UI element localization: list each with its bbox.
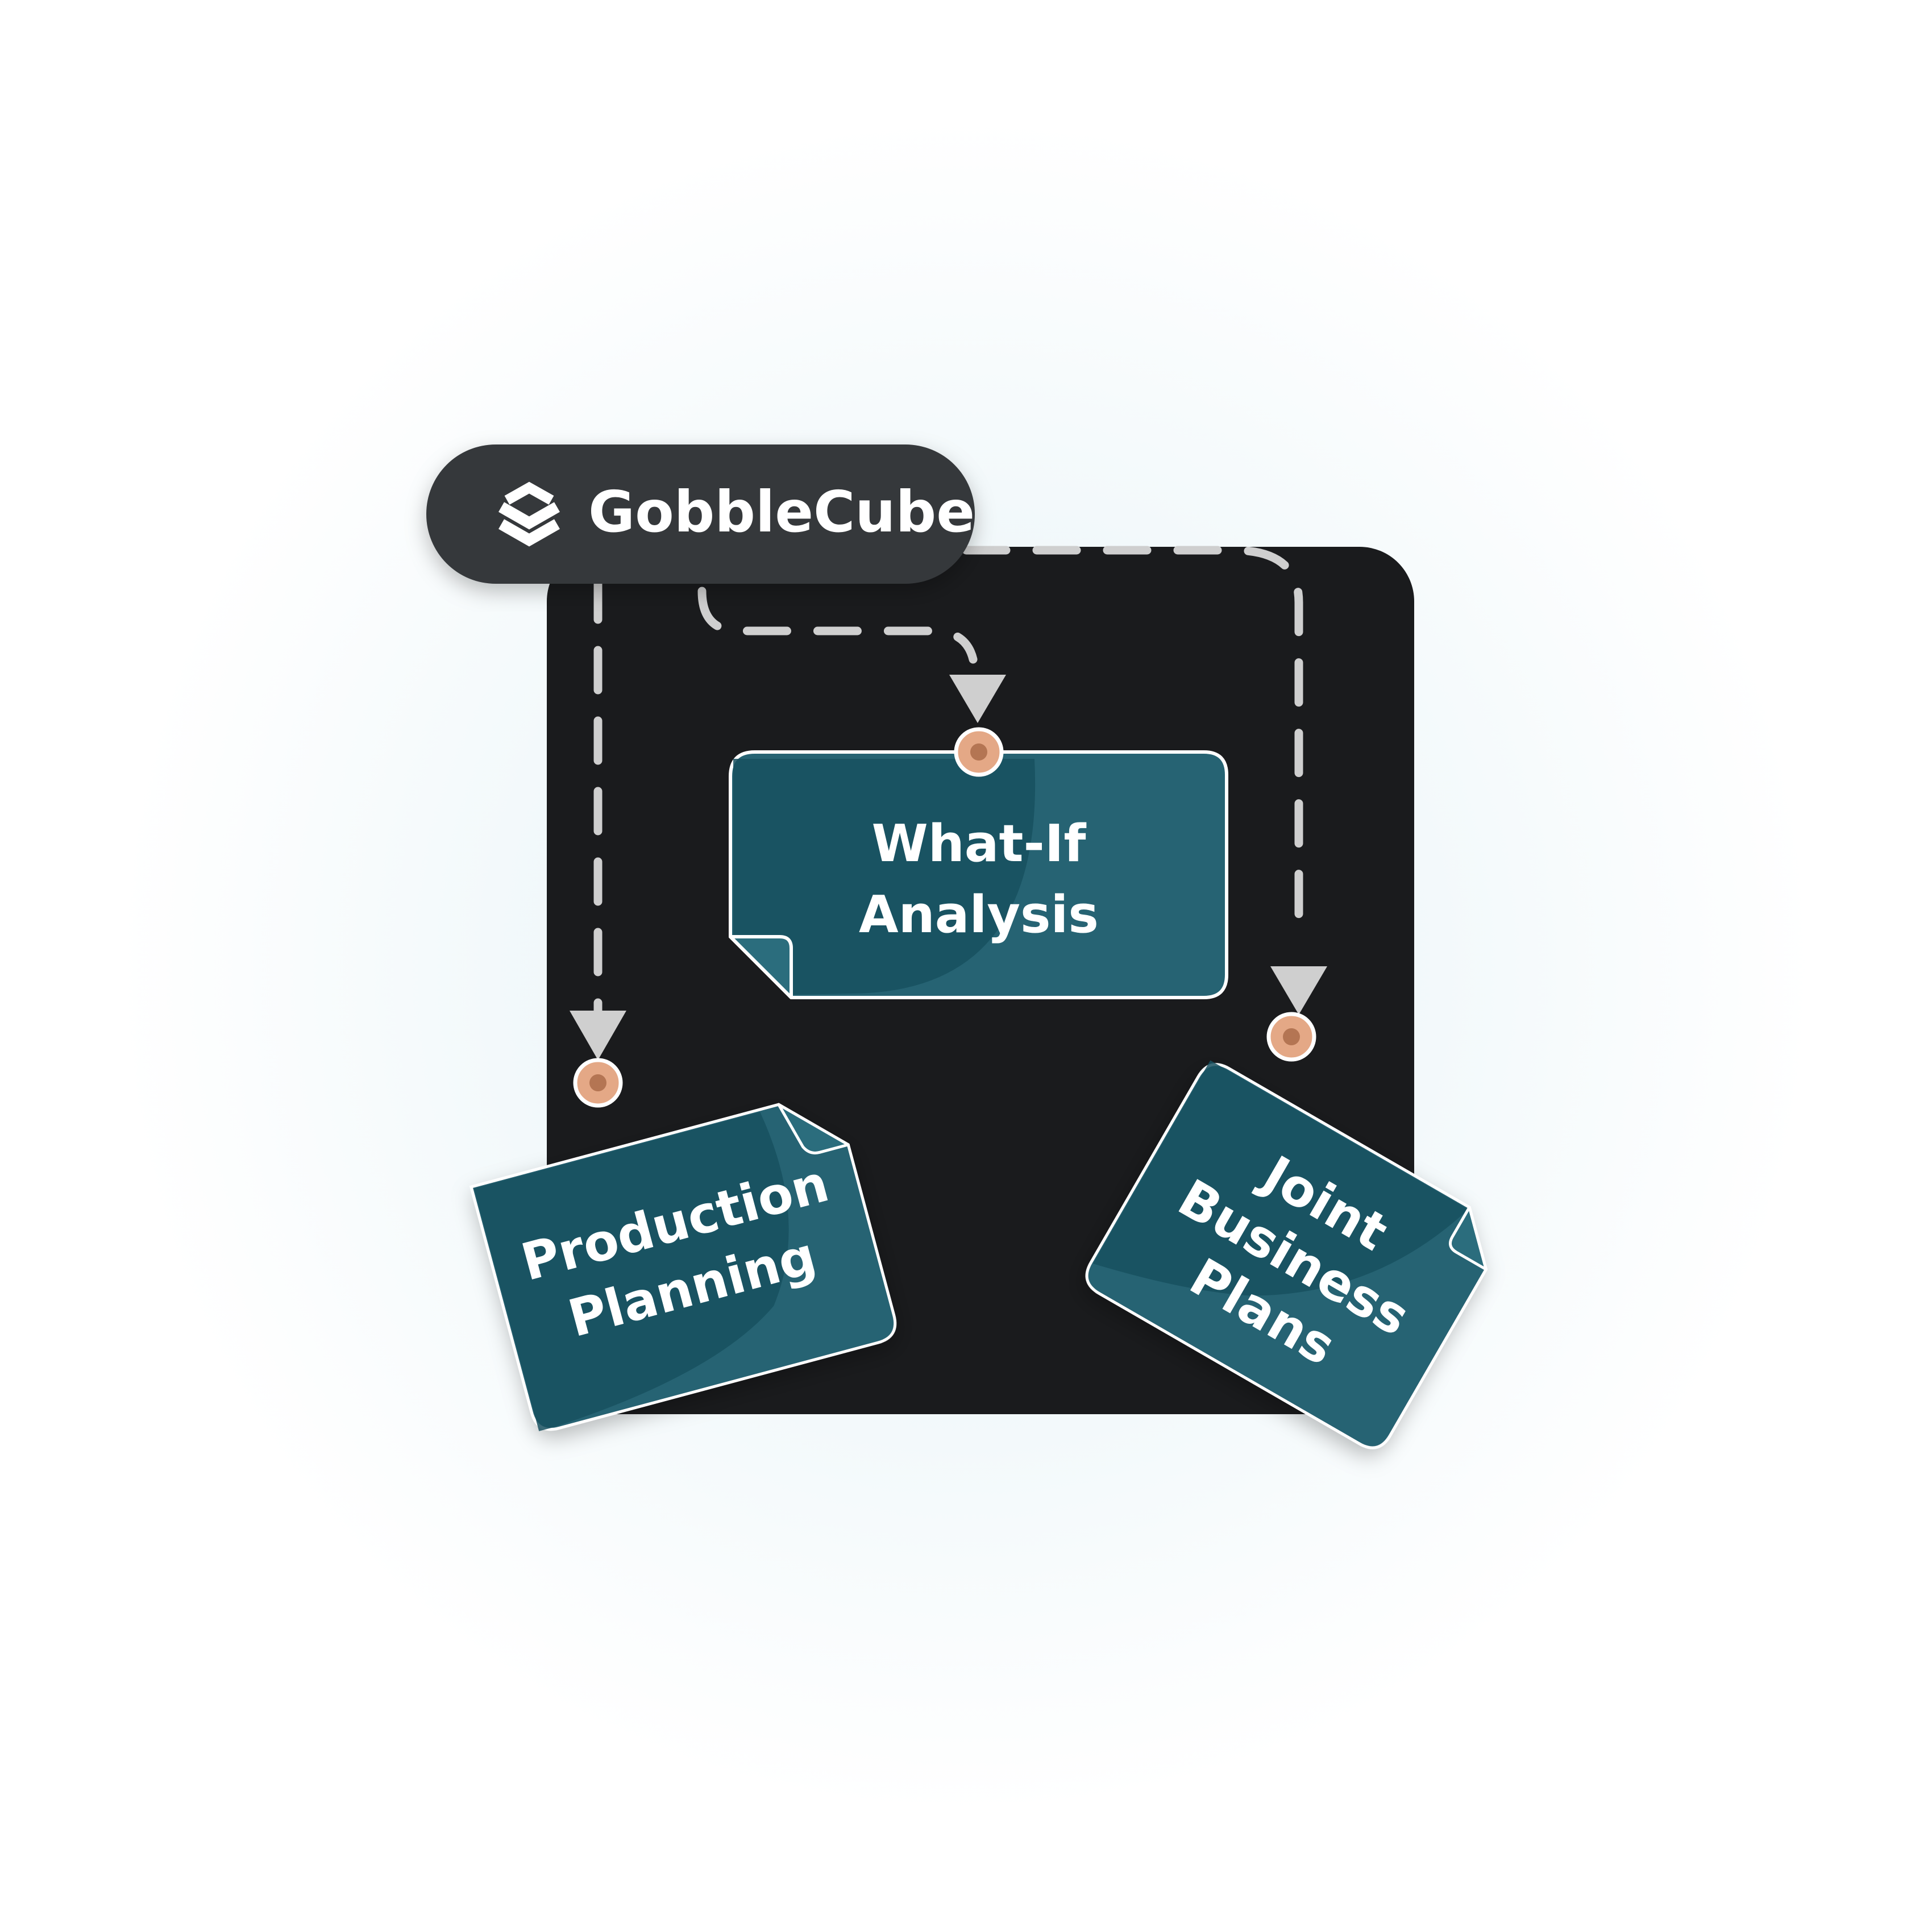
pin-joint-plans [1266, 1012, 1316, 1062]
brand-badge [426, 444, 975, 584]
arrowhead-joint-plans [1270, 966, 1327, 1015]
joint-business-plans-node[interactable]: Joint Business Plans [1079, 1057, 1509, 1455]
folded-corner [1448, 1206, 1488, 1271]
what-if-label-line2: Analysis [859, 885, 1099, 945]
production-planning-node[interactable]: Production Planning [469, 1090, 900, 1434]
connector-to-what-if [697, 587, 978, 664]
folded-corner [777, 1103, 850, 1154]
what-if-analysis-node[interactable]: What-If Analysis [729, 750, 1228, 999]
connector-to-joint-plans [962, 546, 1303, 942]
stacked-chevrons-icon [498, 481, 560, 547]
pin-what-if [954, 727, 1004, 777]
folded-corner [729, 935, 793, 999]
what-if-label-line1: What-If [871, 814, 1086, 874]
arrowhead-what-if [949, 675, 1006, 723]
brand-name: GobbleCube [588, 479, 975, 545]
pin-production [573, 1058, 623, 1108]
arrowhead-production [570, 1011, 626, 1060]
